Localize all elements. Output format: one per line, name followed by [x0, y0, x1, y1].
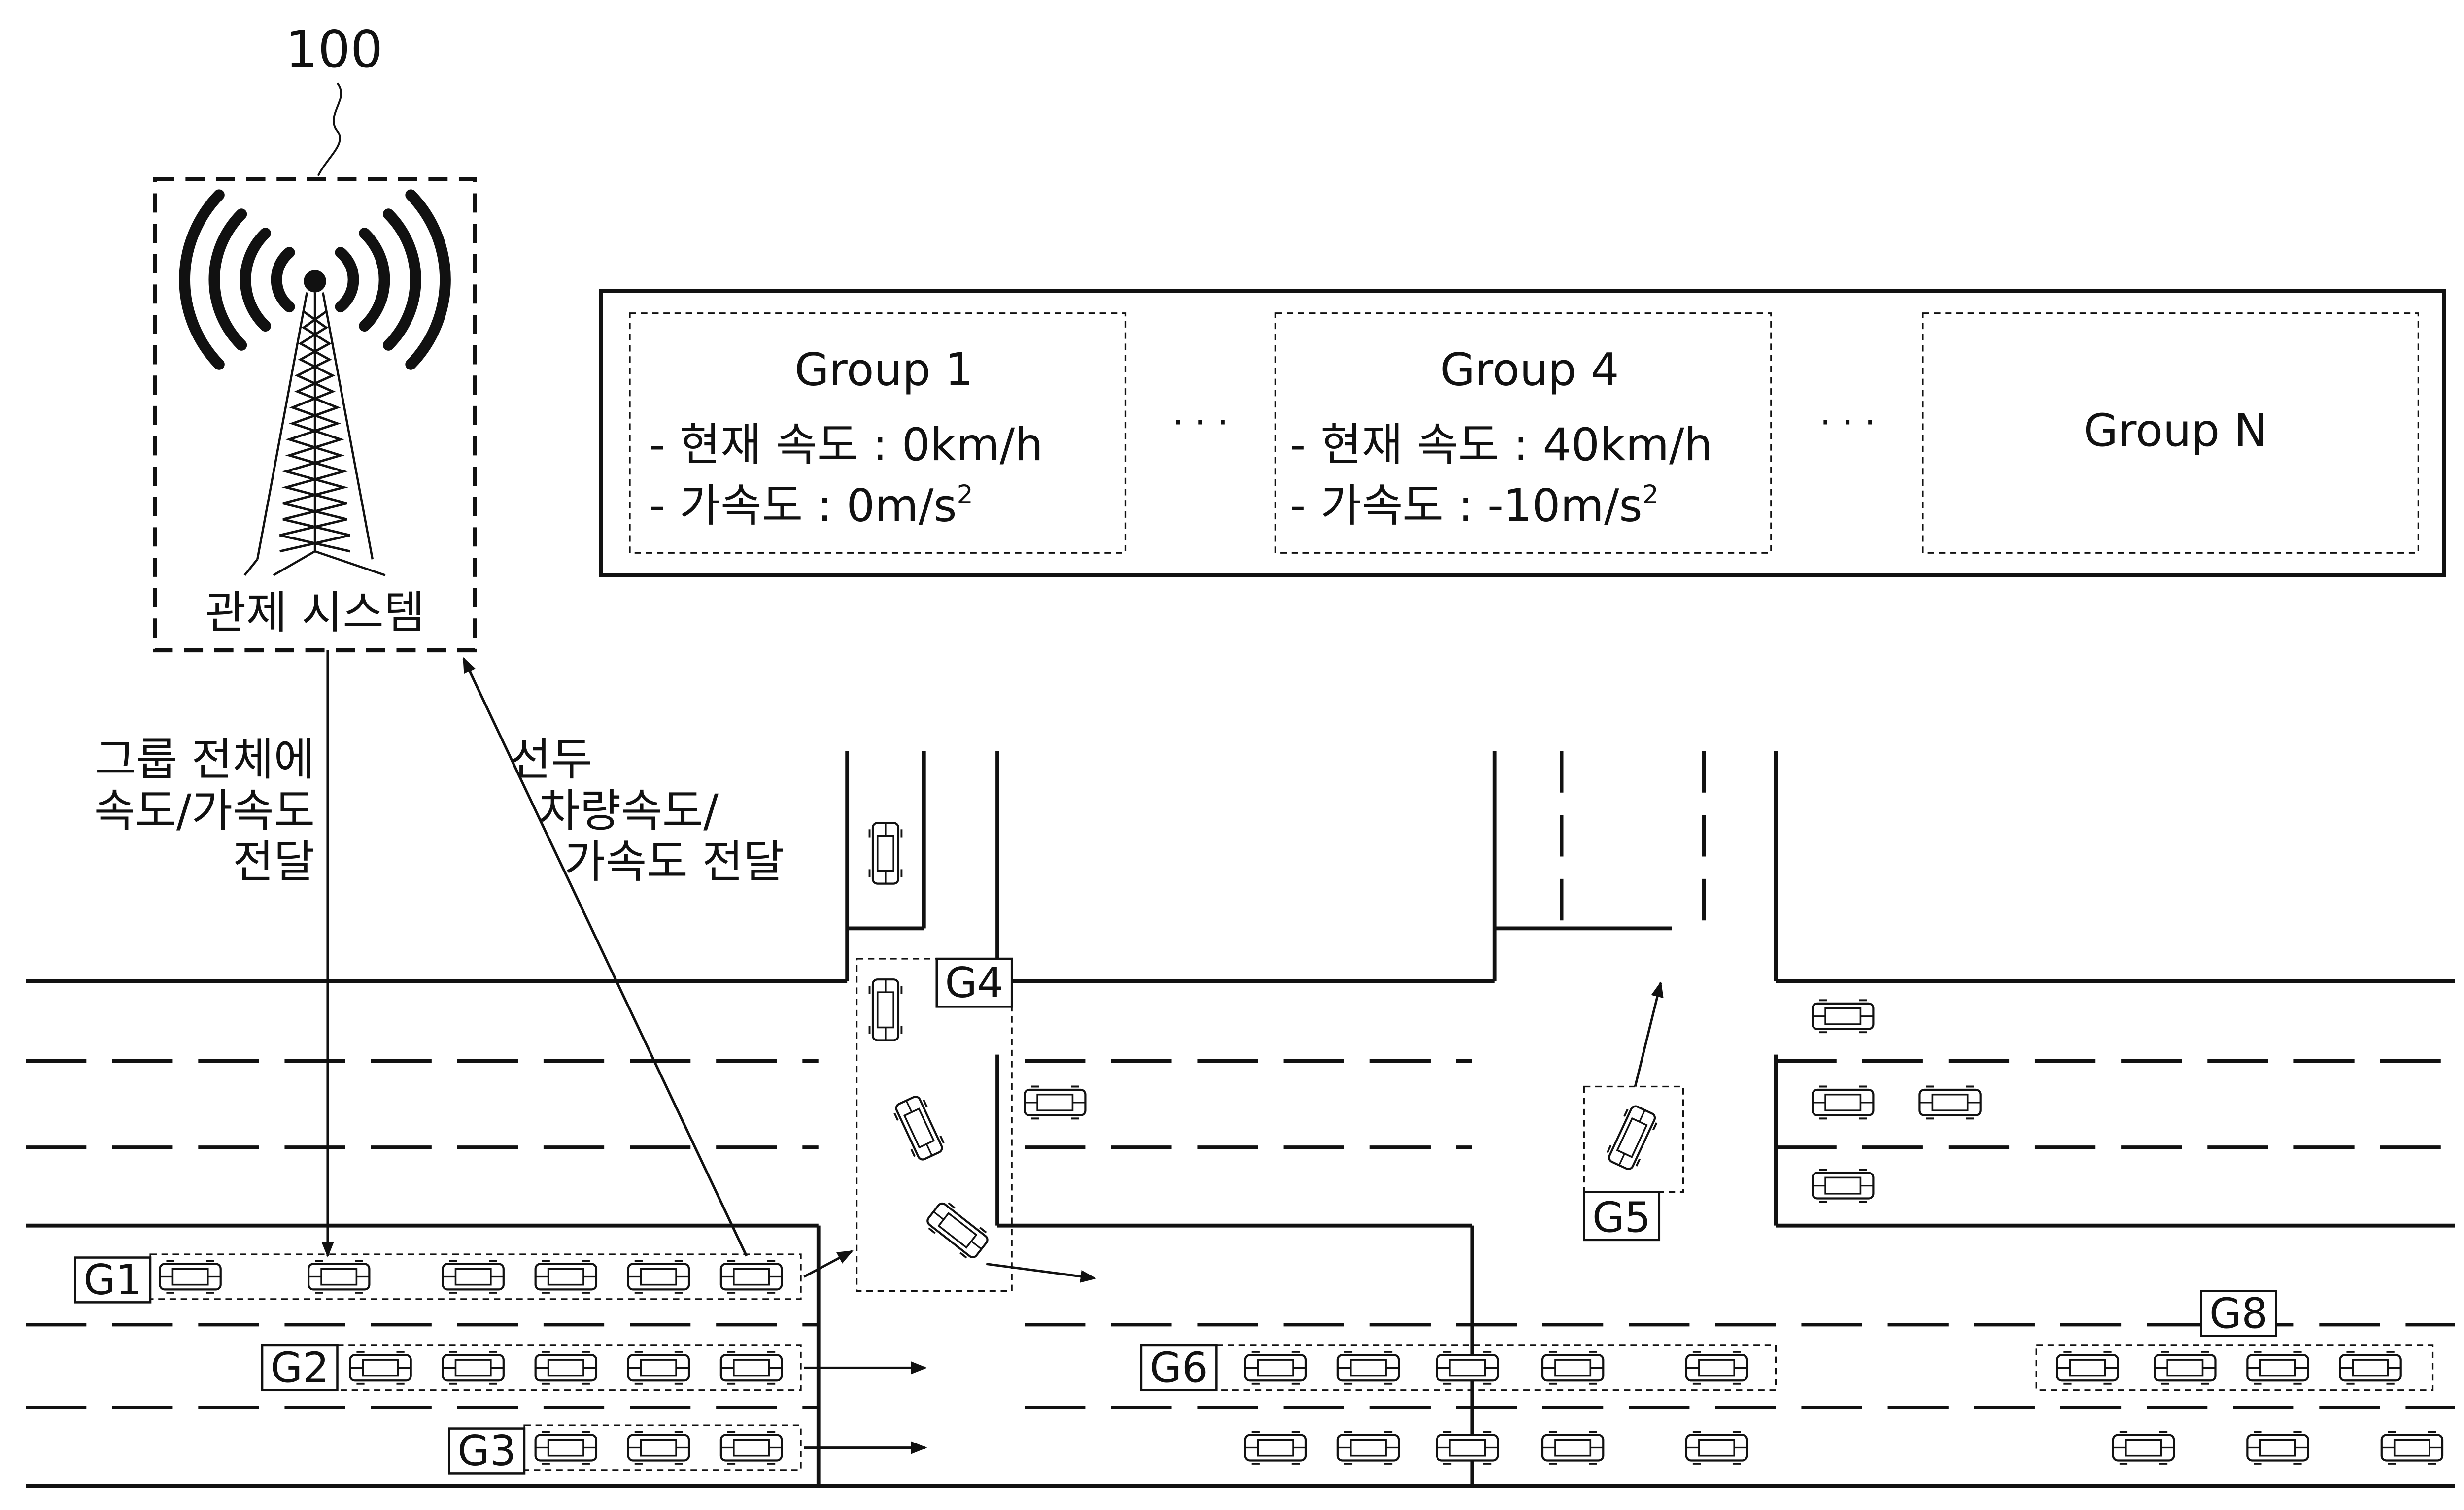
- reference-numeral: 100: [285, 20, 383, 79]
- leader-line: [318, 83, 341, 176]
- broadcast-label-line2: 속도/가속도: [94, 785, 315, 837]
- vehicle: [1919, 1087, 1980, 1119]
- group1-title: Group 1: [794, 344, 973, 396]
- vehicle: [2155, 1352, 2215, 1384]
- groupN-title: Group N: [2084, 405, 2267, 457]
- vehicle: [1813, 1000, 1873, 1032]
- vehicle-groups: G1 G2 G3 G4 G5 G6 G8: [75, 959, 2433, 1475]
- tag-g4: G4: [945, 959, 1003, 1007]
- vehicle: [721, 1352, 782, 1384]
- vehicles: [160, 823, 2442, 1464]
- vehicle: [892, 1094, 947, 1162]
- ellipsis-1: · · ·: [1172, 402, 1228, 443]
- vehicle: [2247, 1432, 2308, 1464]
- vehicle: [1338, 1352, 1399, 1384]
- group-info-panel: Group 1 - 현재 속도 : 0km/h - 가속도 : 0m/s2 · …: [601, 291, 2444, 575]
- vehicle: [628, 1352, 689, 1384]
- tag-g3: G3: [457, 1427, 516, 1475]
- communication-arrows: 그룹 전체에 속도/가속도 전달 선두 차량속도/ 가속도 전달: [94, 650, 785, 1256]
- vehicle: [1686, 1352, 1747, 1384]
- tag-g5: G5: [1592, 1194, 1651, 1242]
- report-label-line2: 차량속도/: [539, 785, 719, 837]
- vehicle: [443, 1261, 504, 1293]
- vehicle: [1437, 1352, 1498, 1384]
- vehicle: [2057, 1352, 2118, 1384]
- vehicle: [2247, 1352, 2308, 1384]
- antenna-tower-icon: [185, 195, 445, 575]
- control-system: 100: [155, 20, 475, 650]
- vehicle: [1338, 1432, 1399, 1464]
- vehicle: [1025, 1087, 1085, 1119]
- group4-accel: - 가속도 : -10m/s2: [1290, 480, 1659, 532]
- vehicle: [160, 1261, 220, 1293]
- vehicle: [628, 1432, 689, 1464]
- vehicle: [1605, 1104, 1659, 1172]
- broadcast-label-line3: 전달: [233, 837, 315, 888]
- vehicle: [2382, 1432, 2442, 1464]
- group4-speed: - 현재 속도 : 40km/h: [1290, 419, 1713, 471]
- vehicle: [536, 1432, 596, 1464]
- report-label-line1: 선두: [510, 734, 592, 786]
- tag-g1: G1: [83, 1256, 142, 1304]
- tag-g8: G8: [2209, 1289, 2268, 1338]
- report-label-line3: 가속도 전달: [564, 837, 785, 888]
- vehicle: [924, 1199, 991, 1262]
- vehicle: [536, 1352, 596, 1384]
- vehicle: [1245, 1352, 1306, 1384]
- vehicle: [536, 1261, 596, 1293]
- vehicle: [443, 1352, 504, 1384]
- vehicle: [1542, 1432, 1603, 1464]
- vehicle: [870, 823, 902, 883]
- vehicle: [870, 979, 902, 1040]
- vehicle: [1437, 1432, 1498, 1464]
- group1-speed: - 현재 속도 : 0km/h: [649, 419, 1043, 471]
- vehicle: [1686, 1432, 1747, 1464]
- vehicle: [1542, 1352, 1603, 1384]
- broadcast-label-line1: 그룹 전체에: [95, 734, 315, 786]
- tag-g6: G6: [1150, 1344, 1208, 1392]
- vehicle: [350, 1352, 411, 1384]
- group4-title: Group 4: [1440, 344, 1619, 396]
- vehicle: [2340, 1352, 2400, 1384]
- vehicle: [1813, 1170, 1873, 1202]
- vehicle: [1245, 1432, 1306, 1464]
- report-arrow: [464, 658, 747, 1256]
- vehicle: [721, 1432, 782, 1464]
- vehicle-lead: [721, 1261, 782, 1293]
- group1-accel: - 가속도 : 0m/s2: [649, 480, 973, 532]
- ellipsis-2: · · ·: [1820, 402, 1876, 443]
- control-system-label: 관제 시스템: [205, 587, 425, 639]
- vehicle: [308, 1261, 369, 1293]
- vehicle: [1813, 1087, 1873, 1119]
- tag-g2: G2: [271, 1344, 329, 1392]
- vehicle: [628, 1261, 689, 1293]
- vehicle: [2113, 1432, 2174, 1464]
